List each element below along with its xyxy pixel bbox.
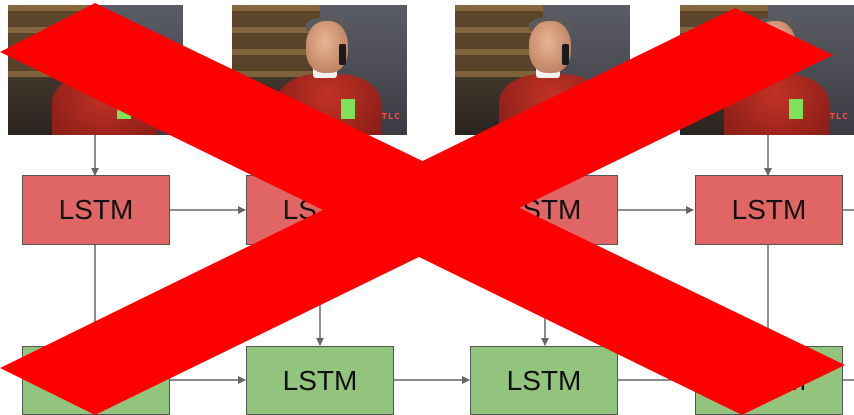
tv-logo: TLC — [829, 112, 849, 121]
lstm-top-4: LSTM — [695, 175, 843, 245]
lstm-label: LSTM — [731, 194, 807, 225]
lstm-bottom-2: LSTM — [246, 346, 394, 415]
lstm-label: LSTM — [506, 364, 582, 396]
lstm-label: LSTM — [282, 364, 358, 396]
tv-logo: TLC — [381, 112, 401, 121]
lstm-label: LSTM — [58, 194, 134, 225]
cross-stroke-2 — [0, 8, 833, 415]
lstm-top-1: LSTM — [22, 175, 170, 245]
